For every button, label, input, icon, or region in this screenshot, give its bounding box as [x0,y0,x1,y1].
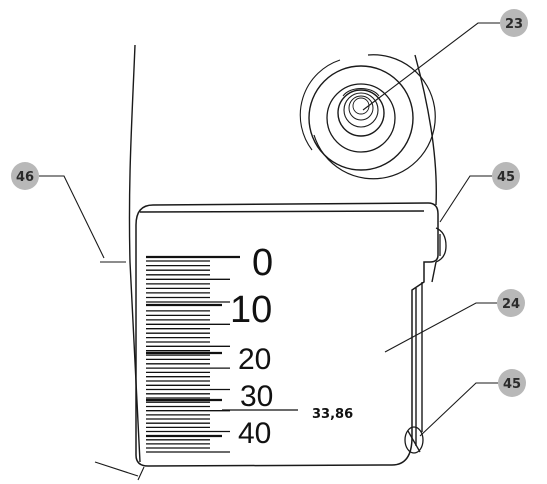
scale-label-40: 40 [238,417,271,450]
svg-text:45: 45 [503,377,521,392]
side-clip-lower [404,426,424,454]
reading-value: 33,86 [312,407,353,422]
scale-label-30: 30 [240,380,273,413]
housing-outline [128,44,437,463]
leader-lines [39,22,500,481]
scale-label-20: 20 [238,343,271,376]
side-clip-upper [435,227,447,263]
scale-label-10: 10 [230,289,272,331]
svg-text:46: 46 [16,170,34,185]
svg-text:23: 23 [505,17,523,32]
leader-46 [39,175,105,259]
leader-45-upper [439,175,492,223]
eyepiece-knob [299,54,436,180]
callout-45-lower: 45 [498,369,526,397]
leader-24 [384,302,497,353]
leader-bottom [94,461,139,477]
callout-24: 24 [497,289,525,317]
callout-23: 23 [500,9,528,37]
scale-window [135,202,439,467]
callout-46: 46 [11,162,39,190]
leader-23 [362,22,500,111]
scale-label-0: 0 [252,242,273,284]
leader-bottom-tick [137,466,145,481]
callout-45-upper: 45 [492,162,520,190]
scale-ticks [146,255,240,453]
svg-text:45: 45 [497,170,515,185]
svg-text:24: 24 [502,297,520,312]
leader-45-lower [419,382,498,437]
